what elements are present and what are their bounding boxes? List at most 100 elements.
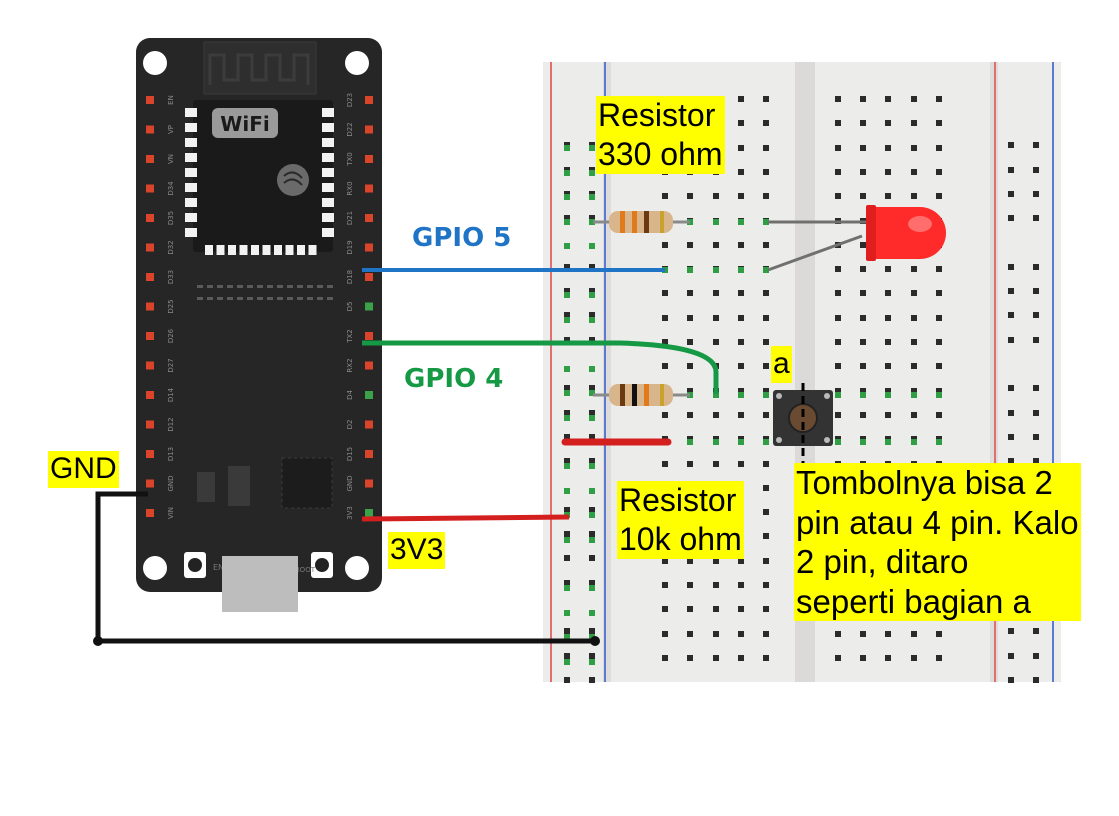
rail-connected-hole [589, 219, 595, 225]
rail-hole [564, 653, 570, 659]
breadboard-hole [860, 388, 866, 394]
rail-hole [1033, 191, 1039, 197]
mount-hole [143, 556, 167, 580]
board-trace [247, 285, 253, 288]
breadboard-hole [738, 339, 744, 345]
boot-button-cap [315, 558, 329, 572]
rail-hole [564, 434, 570, 440]
board-trace [287, 285, 293, 288]
breadboard-hole [713, 290, 719, 296]
breadboard-hole [835, 193, 841, 199]
breadboard-hole [911, 631, 917, 637]
led-body [872, 207, 946, 259]
left-pin-header [146, 332, 154, 340]
connected-hole [835, 439, 841, 445]
breadboard-hole [763, 655, 769, 661]
breadboard-hole [662, 606, 668, 612]
module-pad [185, 138, 197, 147]
rail-hole [564, 385, 570, 391]
connected-hole [911, 439, 917, 445]
left-pin-header [146, 184, 154, 193]
board-trace [277, 285, 283, 288]
module-pad [274, 245, 282, 255]
breadboard-hole [738, 582, 744, 588]
breadboard-hole [763, 461, 769, 467]
resistor-330-band [620, 211, 625, 233]
breadboard-hole [687, 606, 693, 612]
breadboard-hole [738, 558, 744, 564]
breadboard-hole [936, 193, 942, 199]
breadboard-hole [911, 339, 917, 345]
rail-hole [564, 628, 570, 634]
connected-hole [713, 267, 719, 273]
breadboard-hole [763, 339, 769, 345]
connected-hole [687, 439, 693, 445]
left-pin-header [146, 509, 154, 517]
board-trace [327, 297, 333, 300]
board-trace [277, 297, 283, 300]
breadboard-hole [713, 412, 719, 418]
right-pin-label: TX2 [346, 329, 354, 344]
breadboard-hole [860, 363, 866, 369]
module-pad [322, 108, 334, 117]
breadboard-hole [738, 363, 744, 369]
breadboard-hole [885, 315, 891, 321]
board-trace [237, 285, 243, 288]
resistor-10k-band [660, 384, 664, 406]
wifi-logo-badge [212, 108, 278, 138]
breadboard-hole [763, 193, 769, 199]
breadboard-hole [936, 145, 942, 151]
right-pin-header [365, 155, 373, 163]
right-pin-header [365, 391, 373, 399]
rail-hole [589, 410, 595, 416]
connected-hole [860, 439, 866, 445]
breadboard-hole [936, 339, 942, 345]
rail-connected-hole [589, 585, 595, 591]
right-pin-header [365, 214, 373, 222]
v3v3-wire [361, 514, 570, 522]
left-pin-label: D35 [167, 211, 175, 225]
breadboard-hole [835, 363, 841, 369]
left-pin-header [146, 125, 154, 134]
breadboard-hole [763, 388, 769, 394]
breadboard-hole [885, 631, 891, 637]
module-pad [322, 168, 334, 177]
breadboard-hole [885, 412, 891, 418]
breadboard-hole [911, 315, 917, 321]
breadboard-hole [860, 290, 866, 296]
connected-hole [885, 392, 891, 398]
left-pin-label: D12 [167, 417, 175, 431]
breadboard-hole [713, 193, 719, 199]
rail-hole [564, 677, 570, 683]
right-pin-header [365, 509, 373, 517]
breadboard-hole [763, 533, 769, 539]
module-pad [251, 245, 259, 255]
module-pad [262, 245, 271, 255]
breadboard-hole [835, 315, 841, 321]
left-pin-label: VN [167, 154, 175, 164]
breadboard-hole [713, 558, 719, 564]
rail-connected-hole [564, 170, 570, 176]
board-trace [247, 297, 253, 300]
rail-hole [1008, 337, 1014, 343]
breadboard-hole [911, 266, 917, 272]
rail-hole [564, 458, 570, 464]
breadboard-hole [835, 120, 841, 126]
right-pin-header [365, 332, 373, 340]
breadboard-hole [885, 266, 891, 272]
breadboard-hole [936, 120, 942, 126]
rail-hole [564, 337, 570, 343]
breadboard-hole [763, 509, 769, 515]
rail-connected-hole [589, 243, 595, 249]
right-pin-label: D15 [346, 447, 354, 461]
breadboard-hole [860, 339, 866, 345]
right-pin-header [365, 96, 373, 104]
breadboard-hole [860, 169, 866, 175]
connected-hole [763, 219, 769, 225]
rail-hole [589, 434, 595, 440]
v3v3-label: 3V3 [388, 532, 446, 569]
module-pad [228, 245, 236, 255]
rail-hole [589, 288, 595, 294]
